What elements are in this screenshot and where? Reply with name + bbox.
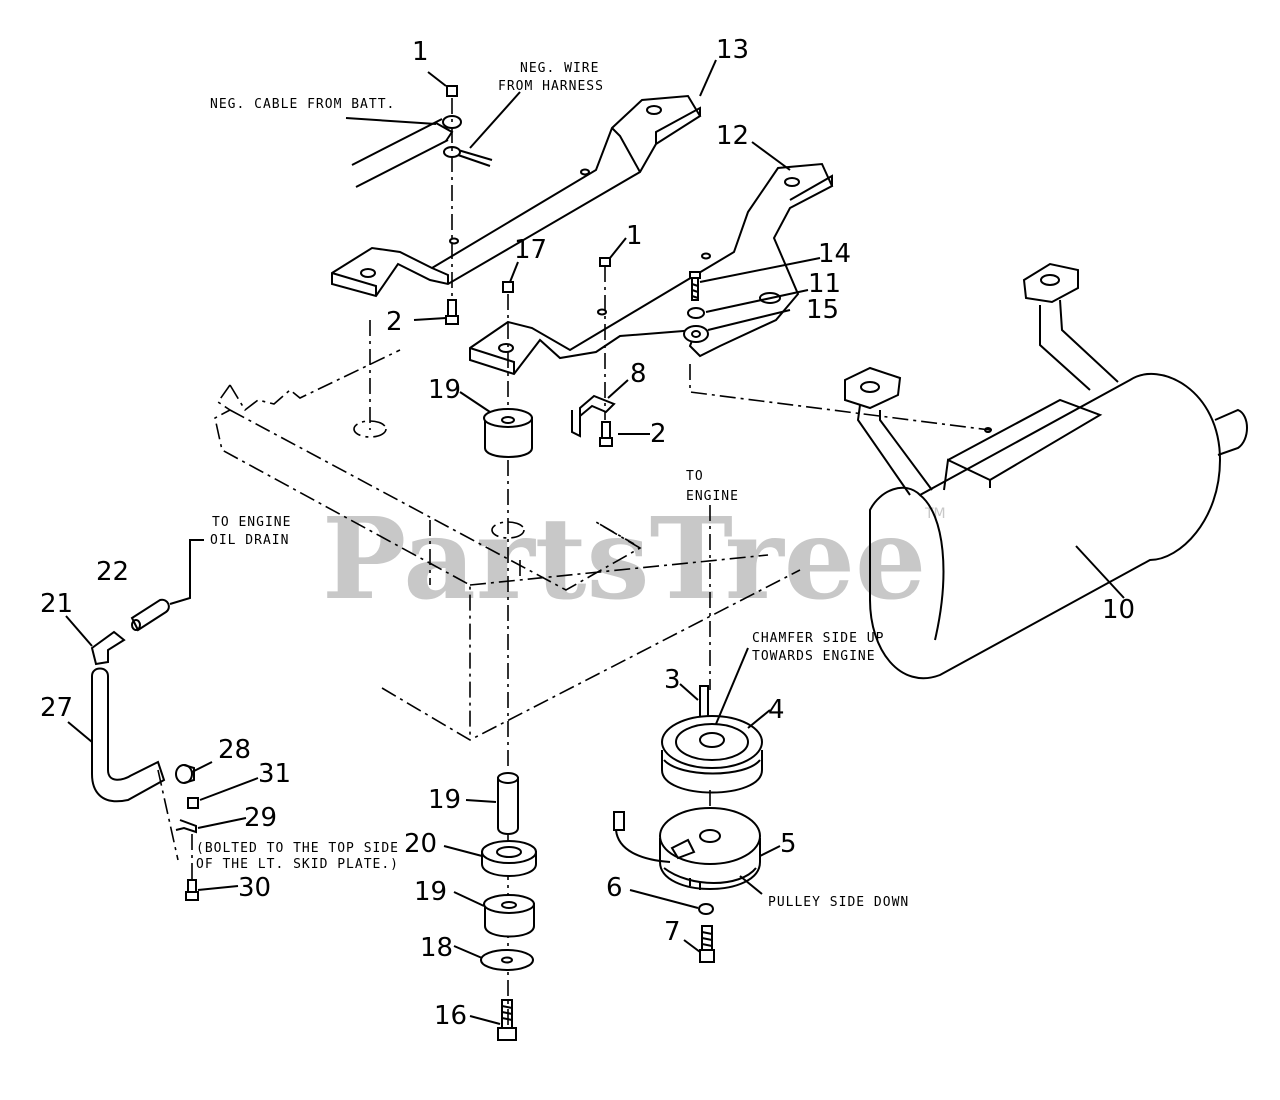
neg-wire: [457, 149, 493, 167]
note-chamfer-2: TOWARDS ENGINE: [752, 649, 876, 664]
callout-5: 5: [780, 829, 797, 859]
callout-8: 8: [630, 359, 647, 389]
callout-30: 30: [238, 873, 271, 903]
note-bolted-2: OF THE LT. SKID PLATE.): [196, 857, 399, 872]
isolator-19-upper: [483, 408, 533, 458]
engine-mount-bracket-12: [469, 162, 834, 376]
watermark: PartsTree: [322, 494, 926, 625]
callout-6: 6: [606, 873, 623, 903]
callout-11: 11: [808, 269, 841, 299]
washer-11: [687, 307, 705, 319]
washer-15: [683, 325, 709, 343]
note-chamfer-1: CHAMFER SIDE UP: [752, 631, 884, 646]
elbow-21: [90, 630, 126, 666]
note-bolted-1: (BOLTED TO THE TOP SIDE: [196, 841, 399, 856]
callout-15: 15: [806, 295, 839, 325]
bolt-2-right: [599, 421, 613, 447]
nut-1-right: [599, 257, 611, 267]
note-neg-cable: NEG. CABLE FROM BATT.: [210, 97, 395, 112]
callout-7: 7: [664, 917, 681, 947]
note-oil-drain-1: TO ENGINE: [212, 515, 291, 530]
isolator-19-lower: [483, 894, 535, 938]
callout-19-lower: 19: [414, 877, 447, 907]
muffler-10: [844, 262, 1248, 680]
drain-tube-27: [91, 667, 166, 803]
spacer-tube-19: [497, 772, 519, 835]
hose-22: [130, 598, 170, 632]
engine-mount-bracket-13: [331, 94, 702, 298]
callout-17: 17: [514, 235, 547, 265]
callout-14: 14: [818, 239, 851, 269]
bolt-7: [699, 925, 715, 963]
pulley-4: [661, 715, 763, 794]
callout-20: 20: [404, 829, 437, 859]
leader-lines: [65, 59, 1125, 1025]
neg-battery-cable: [351, 118, 454, 188]
callout-22: 22: [96, 557, 129, 587]
note-neg-wire-2: FROM HARNESS: [498, 79, 604, 94]
callout-3: 3: [664, 665, 681, 695]
clip-8: [571, 394, 616, 438]
callout-2-left: 2: [386, 307, 403, 337]
callout-4: 4: [768, 695, 785, 725]
axis-line-clamp: [157, 769, 179, 861]
bolt-16: [497, 999, 517, 1041]
bolt-14: [689, 271, 701, 301]
callout-12: 12: [716, 121, 749, 151]
callout-19-spacer: 19: [428, 785, 461, 815]
bolt-30: [185, 879, 199, 901]
note-to-engine-2: ENGINE: [686, 489, 739, 504]
note-oil-drain-2: OIL DRAIN: [210, 533, 289, 548]
callout-1-top: 1: [412, 37, 429, 67]
callout-28: 28: [218, 735, 251, 765]
callout-18: 18: [420, 933, 453, 963]
callout-10: 10: [1102, 595, 1135, 625]
callout-13: 13: [716, 35, 749, 65]
callout-16: 16: [434, 1001, 467, 1031]
callout-27: 27: [40, 693, 73, 723]
nut-17: [502, 281, 514, 293]
callout-19-upper: 19: [428, 375, 461, 405]
nut-31: [187, 797, 199, 809]
note-pulley-side: PULLEY SIDE DOWN: [768, 895, 909, 910]
oil-drain-leader: [169, 539, 204, 605]
clamp-29: [175, 819, 197, 834]
frame-outline: [214, 320, 991, 741]
cap-28: [175, 764, 195, 784]
note-neg-wire-1: NEG. WIRE: [520, 61, 599, 76]
callout-1-right: 1: [626, 221, 643, 251]
bolt-2-left: [445, 299, 459, 325]
washer-18: [480, 949, 534, 971]
note-to-engine-1: TO: [686, 469, 704, 484]
washer-20: [481, 840, 537, 877]
clutch-5: [613, 807, 761, 890]
callout-29: 29: [244, 803, 277, 833]
washer-6: [698, 903, 714, 915]
callout-2-right: 2: [650, 419, 667, 449]
callout-31: 31: [258, 759, 291, 789]
callout-21: 21: [40, 589, 73, 619]
